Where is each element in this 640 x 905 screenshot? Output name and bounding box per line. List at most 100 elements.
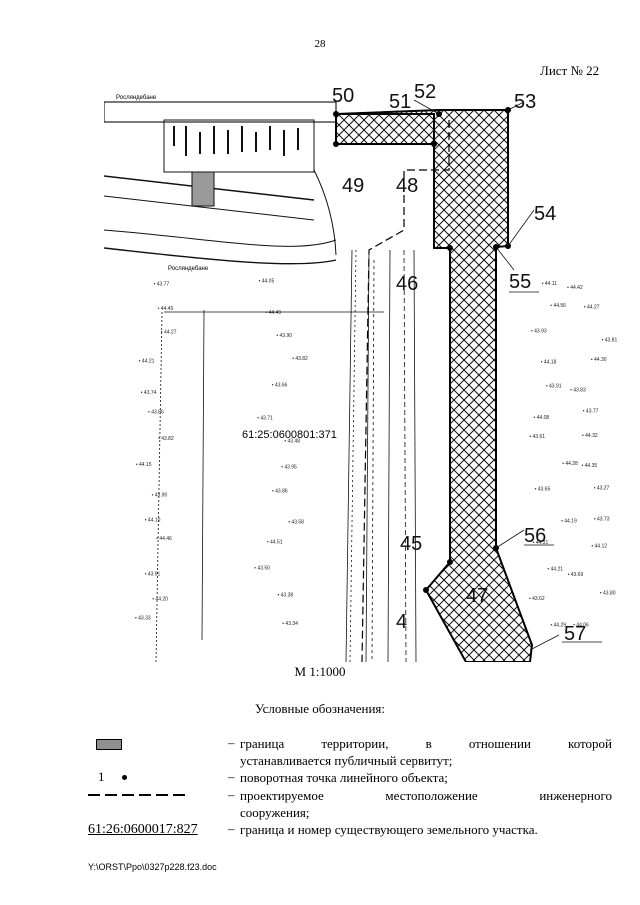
- elevation-mark: • 43.69: [568, 572, 584, 578]
- elevation-mark: • 44.20: [152, 597, 168, 603]
- point-label: 56: [524, 525, 546, 547]
- elevation-mark: • 44.30: [591, 357, 607, 363]
- legend-word: территории,: [321, 736, 389, 751]
- legend-dash: –: [228, 769, 235, 784]
- servitude-corridor: [335, 109, 534, 662]
- elevation-mark: • 43.91: [546, 383, 562, 389]
- elevation-mark: • 43.91: [145, 572, 161, 578]
- legend-word: в: [425, 736, 432, 751]
- elevation-mark: • 44.35: [582, 463, 598, 469]
- point-label: 53: [514, 91, 536, 113]
- elevation-mark: • 43.90: [276, 333, 292, 339]
- svg-text:Росляндебане: Росляндебане: [116, 95, 157, 101]
- elevation-mark: • 44.32: [582, 433, 598, 439]
- legend-word: и: [287, 822, 295, 837]
- point-label: 51: [389, 91, 411, 113]
- elevation-mark: • 44.45: [158, 306, 174, 312]
- legend-text-rest: сооружения;: [240, 805, 310, 820]
- elevation-mark: • 43.82: [292, 356, 308, 362]
- elevation-mark: • 43.86: [272, 488, 288, 494]
- legend-text-rest: устанавливается публичный сервитут;: [240, 753, 453, 768]
- legend-title: Условные обозначения:: [254, 701, 386, 716]
- legend-word: земельного: [426, 822, 490, 837]
- elevation-mark: • 43.93: [531, 329, 547, 335]
- elevation-mark: • 43.71: [257, 415, 273, 421]
- elevation-mark: • 44.15: [136, 462, 152, 468]
- turning-point-number: 1: [98, 769, 105, 784]
- elevation-mark: • 43.81: [602, 338, 618, 344]
- legend-word: проектируемое: [240, 788, 324, 803]
- elevation-mark: • 44.21: [547, 566, 563, 572]
- legend-word: объекта;: [401, 770, 448, 785]
- point-labels: 50 51 52 53 54 55 56 57 4 45 46 47 48 49: [332, 81, 586, 645]
- building-block: Росляндебане Росляндебане: [104, 95, 337, 272]
- legend-text-line: проектируемое местоположение инженерного: [240, 787, 612, 804]
- point-label: 57: [564, 623, 586, 645]
- sheet-label: Лист № 22: [540, 63, 600, 78]
- elevation-mark: • 43.50: [254, 566, 270, 572]
- elevation-mark: • 43.82: [158, 436, 174, 442]
- elevation-mark: • 44.11: [542, 281, 558, 287]
- legend-dash: –: [228, 821, 235, 836]
- point-label: 49: [342, 175, 364, 197]
- elevation-mark: • 43.80: [600, 591, 616, 597]
- legend-item-design-line: – проектируемое местоположение инженерно…: [88, 787, 613, 823]
- elevation-mark: • 44.28: [562, 461, 578, 467]
- point-label: 48: [396, 175, 418, 197]
- legend-word: местоположение: [385, 788, 478, 803]
- elevation-mark: • 44.05: [259, 278, 275, 284]
- svg-text:Росляндебане: Росляндебане: [168, 266, 209, 272]
- cadastral-map: Росляндебане Росляндебане 50 51 52 53 54…: [104, 81, 617, 662]
- legend-word: номер: [297, 822, 332, 837]
- elevation-mark: • 44.12: [591, 543, 607, 549]
- elevation-mark: • 44.27: [161, 330, 177, 336]
- elevation-mark: • 43.90: [152, 492, 168, 498]
- cadastral-number: 61:25:0600801:371: [242, 429, 337, 441]
- elevation-mark: • 44.42: [567, 285, 583, 291]
- design-line: [361, 120, 450, 662]
- elevation-mark: • 43.58: [288, 520, 304, 526]
- elevation-mark: • 43.34: [282, 621, 298, 627]
- elevation-mark: • 44.56: [550, 303, 566, 309]
- cadastral-sample: 61:26:0600017:827: [88, 822, 198, 837]
- point-label: 47: [466, 585, 488, 607]
- legend-word: граница: [240, 822, 285, 837]
- cadastral-number-symbol: 61:26:0600017:827: [88, 821, 214, 838]
- elevation-mark: • 43.48: [284, 439, 300, 445]
- point-label: 45: [400, 533, 422, 555]
- legend-word: инженерного: [539, 788, 612, 803]
- point-label: 46: [396, 273, 418, 295]
- elevation-mark: • 44.06: [573, 622, 589, 628]
- survey-lines: [155, 249, 417, 662]
- elevation-mark: • 44.46: [156, 536, 172, 542]
- turning-point-dot: [122, 775, 127, 780]
- footer-file-path: Y:\ORST\Ppo\0327p228.f23.doc: [88, 862, 217, 872]
- elevation-mark: • 44.31: [533, 540, 549, 546]
- legend-word: существующего: [334, 822, 424, 837]
- elevation-mark: • 43.73: [594, 516, 610, 522]
- elevation-mark: • 43.95: [281, 465, 297, 471]
- elevation-mark: • 44.08: [534, 415, 550, 421]
- elevation-mark: • 43.77: [583, 408, 599, 414]
- elevation-mark: • 44.49: [265, 310, 281, 316]
- legend-word: которой: [568, 736, 612, 751]
- page-number: 28: [314, 38, 326, 50]
- legend-item-servitude: – граница территории, в отношении которо…: [88, 735, 613, 771]
- elevation-mark: • 43.66: [272, 382, 288, 388]
- elevation-mark: • 43.83: [570, 388, 586, 394]
- servitude-boundary-symbol: [88, 735, 214, 750]
- elevation-mark: • 44.18: [541, 360, 557, 366]
- point-label: 50: [332, 85, 354, 107]
- elevation-mark: • 43.77: [154, 282, 170, 288]
- leader-lines: [413, 99, 602, 651]
- legend-dash: –: [228, 735, 235, 750]
- point-label: 52: [414, 81, 436, 103]
- legend-word: граница: [240, 736, 285, 751]
- legend-dash: –: [228, 787, 235, 802]
- elevation-mark: • 43.86: [148, 410, 164, 416]
- elevation-mark: • 44.27: [584, 304, 600, 310]
- legend-word: поворотная: [240, 770, 304, 785]
- legend-word: отношении: [468, 736, 531, 751]
- elevation-mark: • 43.62: [529, 596, 545, 602]
- elevation-marks: • 43.77 • 44.05 • 44.11 • 44.42 • 44.45 • 44.…: [135, 278, 617, 628]
